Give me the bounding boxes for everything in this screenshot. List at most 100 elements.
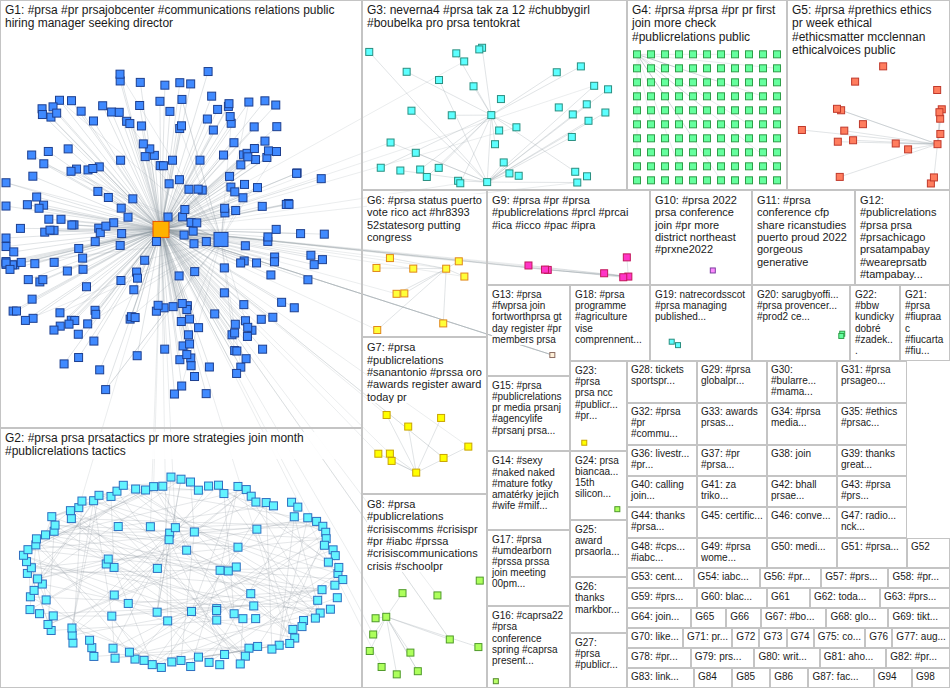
group-label: G19: natrecordsscot #prsa managing publi… <box>655 289 747 323</box>
network-vertex <box>515 172 522 179</box>
network-edge <box>192 529 257 611</box>
network-vertex <box>178 95 186 103</box>
group-label: G57: #prs... <box>825 571 877 582</box>
network-edge <box>487 182 577 183</box>
network-vertex <box>114 523 122 531</box>
network-vertex <box>38 111 46 119</box>
network-vertex <box>934 86 941 93</box>
network-vertex <box>36 610 44 618</box>
network-edge <box>42 115 161 230</box>
network-vertex <box>117 156 125 164</box>
group-label: G4: #prsa #prsa #pr pr first join more c… <box>632 4 782 44</box>
network-vertex <box>161 345 169 353</box>
network-vertex <box>880 63 887 70</box>
group-box: G43: #prsa #prs... <box>837 476 907 507</box>
network-vertex <box>94 187 102 195</box>
network-vertex <box>219 151 227 159</box>
network-vertex <box>676 343 681 348</box>
network-edge <box>637 54 749 124</box>
network-edge <box>48 521 317 624</box>
network-edge <box>60 239 221 312</box>
network-vertex <box>648 135 655 142</box>
group-label: G42: bhall prsae... <box>771 479 833 501</box>
network-vertex <box>892 140 899 147</box>
network-vertex <box>704 51 711 58</box>
network-vertex <box>178 122 186 130</box>
network-vertex <box>760 149 767 156</box>
network-vertex <box>236 660 244 668</box>
group-box: G49: #prsa wome... <box>697 538 767 569</box>
network-edge <box>198 567 338 657</box>
network-vertex <box>28 151 36 159</box>
group-label: G40: calling join... <box>631 479 693 501</box>
group-box: G42: bhall prsae... <box>767 476 837 507</box>
group-box: G19: natrecordsscot #prsa managing publi… <box>650 285 752 361</box>
group-box: G30: #bularre... #mama... <box>767 361 837 403</box>
network-vertex <box>183 351 191 359</box>
network-vertex <box>936 109 943 116</box>
network-vertex <box>175 176 183 184</box>
group-label: G64: join... <box>631 611 679 622</box>
group-label: G52 <box>911 541 930 552</box>
network-vertex <box>125 648 133 656</box>
network-vertex <box>676 107 683 114</box>
network-vertex <box>774 163 781 170</box>
network-edge <box>150 527 294 638</box>
network-vertex <box>293 169 301 177</box>
network-vertex <box>185 185 193 193</box>
network-vertex <box>408 107 415 114</box>
group-label: G80: writ... <box>758 651 806 662</box>
network-vertex <box>676 149 683 156</box>
network-edge <box>53 107 161 230</box>
network-vertex <box>676 163 683 170</box>
network-vertex <box>746 135 753 142</box>
group-box: G32: #prsa #pr #commu... <box>627 403 697 445</box>
network-edge <box>637 54 735 152</box>
network-edge <box>161 229 387 415</box>
network-vertex <box>859 121 866 128</box>
network-vertex <box>194 653 202 661</box>
group-label: G29: #prsa globalpr... <box>701 364 763 386</box>
network-vertex <box>676 65 683 72</box>
group-box: G86 <box>770 668 808 688</box>
network-vertex <box>68 624 76 632</box>
network-vertex <box>704 93 711 100</box>
network-vertex <box>51 521 59 529</box>
network-edge <box>386 617 478 647</box>
network-vertex <box>718 93 725 100</box>
network-vertex <box>326 605 334 613</box>
network-vertex <box>434 592 441 599</box>
network-vertex <box>53 109 61 117</box>
network-vertex <box>44 147 52 155</box>
network-edge <box>386 617 410 653</box>
network-vertex <box>446 636 453 643</box>
network-edge <box>59 100 221 239</box>
network-vertex <box>648 177 655 184</box>
network-vertex <box>476 577 483 584</box>
network-vertex <box>244 153 252 161</box>
network-vertex <box>493 679 498 684</box>
group-label: G27: #prsa #publicr... <box>575 637 622 671</box>
group-box: G12: #publicrelations #prsa prsa #prsach… <box>855 190 950 285</box>
network-vertex <box>850 137 857 144</box>
network-vertex <box>243 332 251 340</box>
network-edge <box>161 229 245 320</box>
group-label: G10: #prsa 2022 prsa conference join #pr… <box>655 194 747 256</box>
network-edge <box>172 643 290 661</box>
network-vertex <box>297 230 305 238</box>
network-vertex <box>75 354 83 362</box>
network-vertex <box>208 92 216 100</box>
network-vertex <box>273 123 281 131</box>
network-edge <box>407 72 492 115</box>
network-edge <box>487 121 588 182</box>
network-vertex <box>410 265 417 272</box>
network-vertex <box>852 78 859 85</box>
network-vertex <box>774 107 781 114</box>
network-edge <box>36 490 246 539</box>
network-edge <box>443 269 446 324</box>
network-edge <box>28 550 220 571</box>
group-box: G24: prsa biancaa... 15th silicon... <box>570 451 627 520</box>
network-vertex <box>232 563 240 571</box>
network-vertex <box>2 202 10 210</box>
group-box: G6: #prsa status puerto vote rico act #h… <box>362 190 487 337</box>
